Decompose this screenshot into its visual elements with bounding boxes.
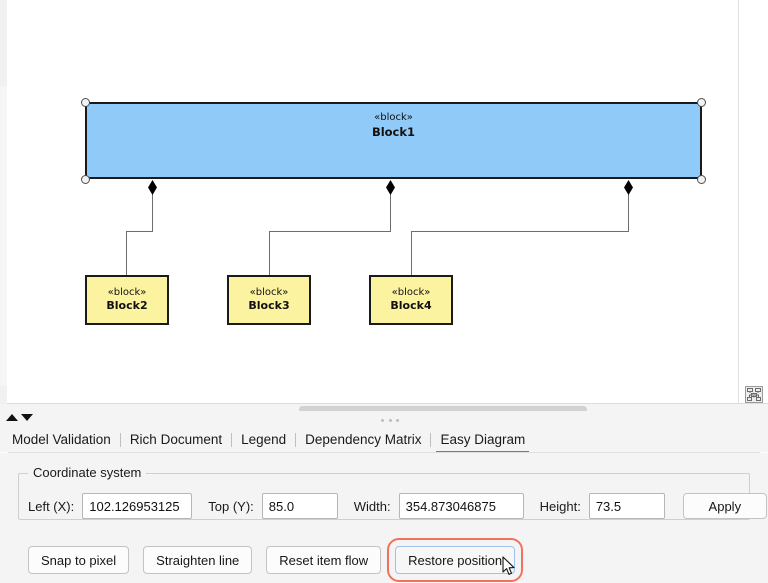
connector-segment — [269, 231, 391, 232]
straighten-line-button[interactable]: Straighten line — [143, 546, 253, 574]
bottom-tab-bar[interactable]: Model Validation Rich Document Legend De… — [0, 428, 768, 454]
block-name: Block2 — [106, 299, 148, 313]
composition-diamond-icon — [386, 180, 395, 195]
tab-separator — [231, 433, 233, 447]
top-y-label: Top (Y): — [208, 498, 254, 514]
tab-easy-diagram[interactable]: Easy Diagram — [431, 429, 534, 454]
height-input[interactable] — [588, 493, 665, 519]
connector-segment — [411, 231, 629, 232]
tab-rich-document[interactable]: Rich Document — [129, 432, 223, 447]
connector-segment — [269, 231, 270, 276]
tab-bar-rule — [8, 452, 760, 453]
diagram-block-block4[interactable]: «block» Block4 — [369, 275, 453, 325]
selection-handle-bottom-left[interactable] — [81, 175, 90, 184]
tab-legend[interactable]: Legend — [241, 432, 287, 447]
left-x-input[interactable] — [82, 493, 193, 519]
tab-separator — [430, 433, 432, 447]
connector-segment — [390, 194, 391, 231]
left-x-label: Left (X): — [28, 498, 75, 514]
composition-diamond-icon — [624, 180, 633, 195]
top-y-input[interactable] — [261, 493, 338, 519]
block-stereotype: «block» — [391, 286, 431, 298]
block-name: Block1 — [371, 124, 416, 139]
tab-separator — [295, 433, 297, 447]
tab-dependency-matrix[interactable]: Dependency Matrix — [305, 432, 422, 447]
connector-segment — [126, 231, 153, 232]
easy-diagram-panel: Coordinate system Left (X): Top (Y): Wid… — [0, 453, 768, 583]
horizontal-scrollbar-thumb[interactable] — [299, 406, 587, 413]
panel-collapse-controls[interactable] — [6, 414, 33, 421]
coordinate-fields-row: Left (X): Top (Y): Width: Height: Apply — [28, 493, 767, 519]
tab-model-validation[interactable]: Model Validation — [12, 432, 111, 447]
diagram-block-block2[interactable]: «block» Block2 — [85, 275, 169, 325]
coordinate-system-title: Coordinate system — [28, 465, 147, 480]
reset-item-flow-button[interactable]: Reset item flow — [266, 546, 382, 574]
canvas-bottom-rule — [7, 403, 768, 404]
diagram-canvas[interactable]: «block» Block1 «block» Block2 «block» Bl… — [0, 0, 768, 404]
canvas-surface[interactable] — [7, 0, 738, 404]
restore-position-button[interactable]: Restore position — [395, 546, 516, 574]
snap-to-pixel-button[interactable]: Snap to pixel — [28, 546, 130, 574]
triangle-up-icon[interactable] — [6, 414, 18, 421]
apply-button[interactable]: Apply — [682, 493, 767, 519]
block-stereotype: «block» — [107, 286, 147, 298]
selection-handle-bottom-right[interactable] — [697, 175, 706, 184]
block-stereotype: «block» — [249, 286, 289, 298]
diagram-block-block3[interactable]: «block» Block3 — [227, 275, 311, 325]
restore-position-wrapper: Restore position — [387, 538, 524, 582]
composition-diamond-icon — [148, 180, 157, 195]
diagram-overview-icon[interactable] — [745, 386, 763, 403]
block-name: Block4 — [390, 299, 432, 313]
connector-segment — [411, 231, 412, 276]
canvas-left-gutter-highlight — [0, 86, 7, 386]
action-buttons-row: Snap to pixel Straighten line Reset item… — [28, 538, 524, 582]
triangle-down-icon[interactable] — [21, 414, 33, 421]
panel-splitter[interactable] — [0, 411, 768, 429]
selection-handle-top-right[interactable] — [697, 98, 706, 107]
diagram-block-block1[interactable]: «block» Block1 — [85, 102, 702, 179]
width-label: Width: — [353, 498, 391, 514]
grip-dots-icon[interactable] — [381, 418, 399, 422]
canvas-right-divider — [738, 0, 739, 404]
block-name: Block3 — [248, 299, 290, 313]
height-label: Height: — [539, 498, 581, 514]
connector-segment — [152, 194, 153, 231]
selection-handle-top-left[interactable] — [81, 98, 90, 107]
block-stereotype: «block» — [374, 112, 413, 123]
width-input[interactable] — [398, 493, 524, 519]
tab-separator — [119, 433, 121, 447]
connector-segment — [628, 194, 629, 231]
connector-segment — [126, 231, 127, 276]
